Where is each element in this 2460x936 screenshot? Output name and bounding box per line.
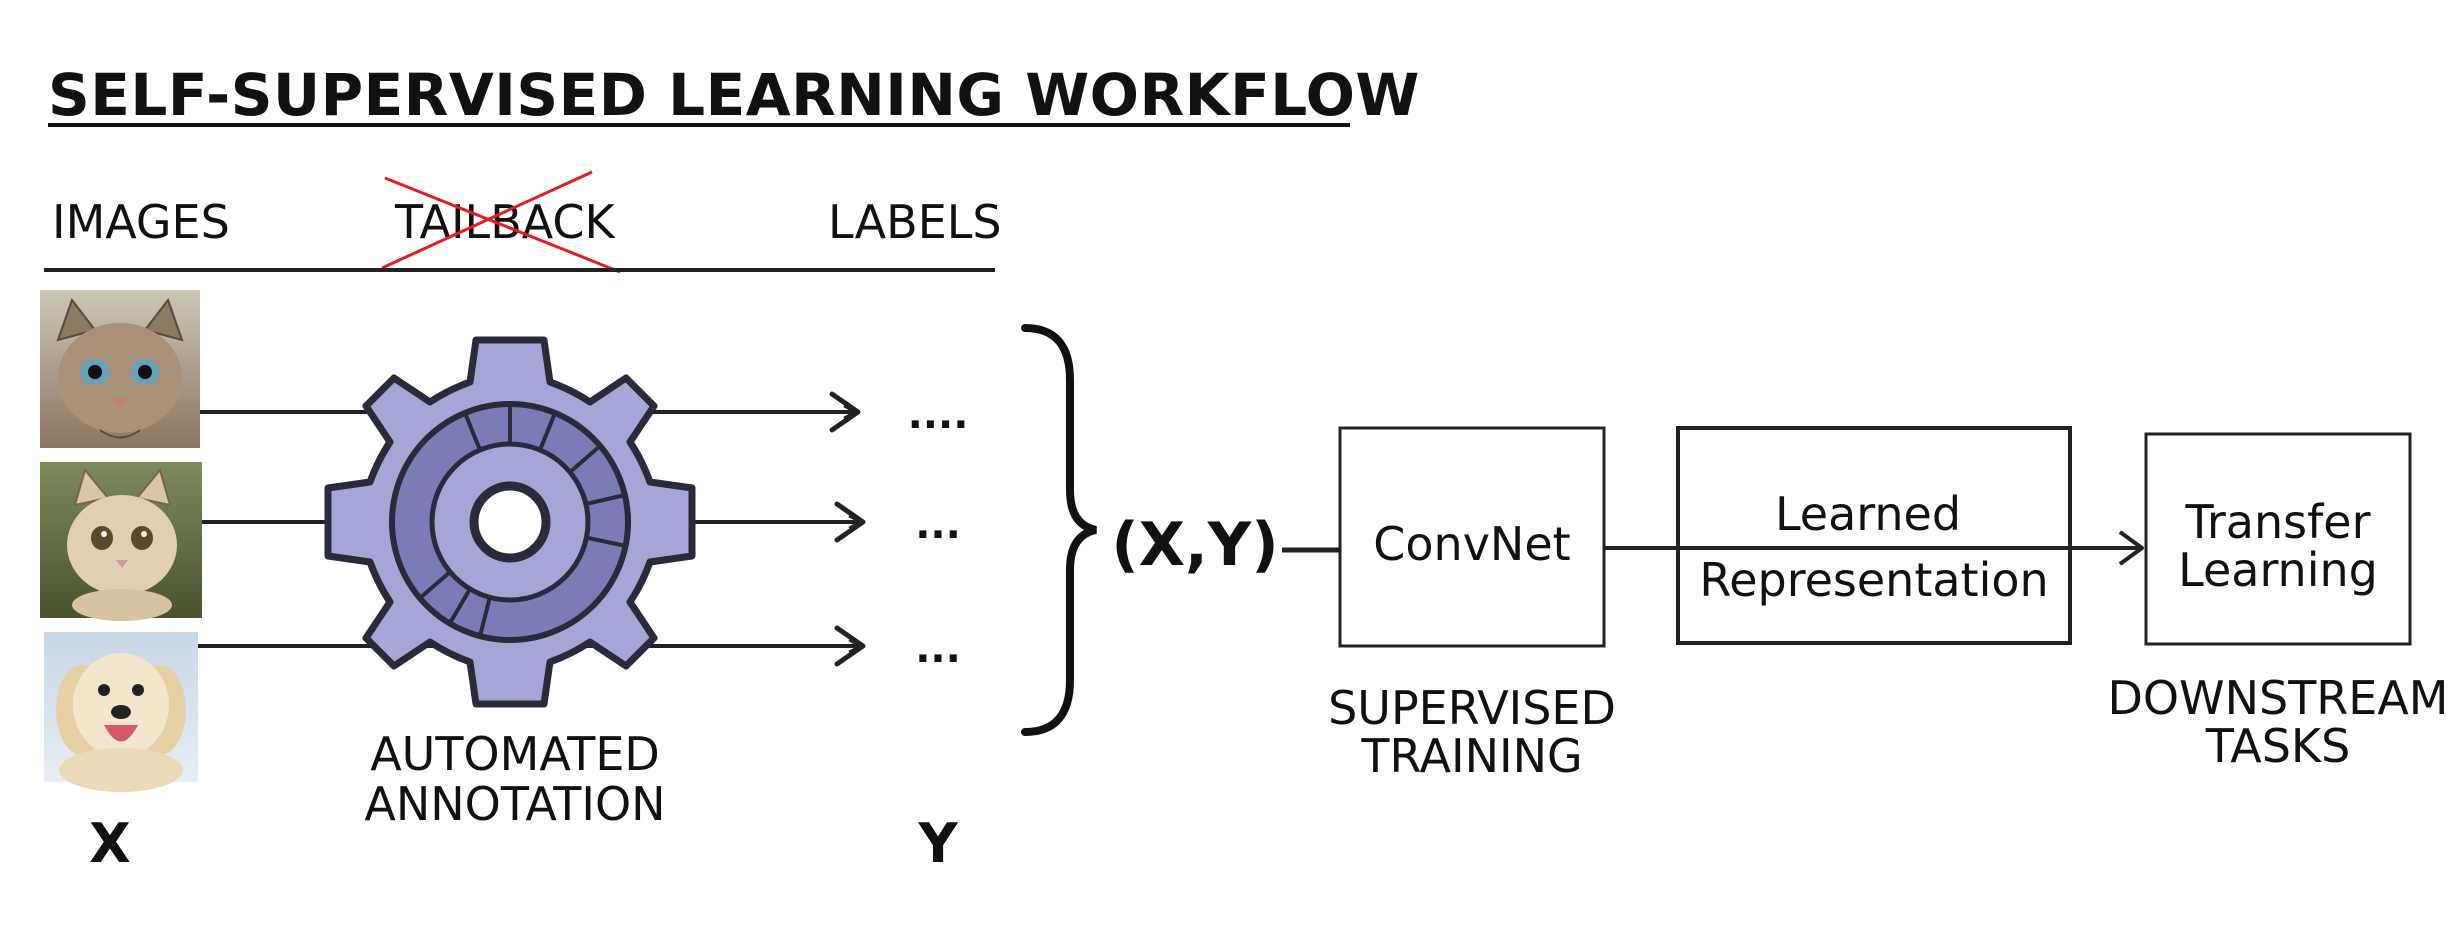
header-labels: LABELS (828, 195, 1002, 249)
label-placeholder-2: ... (915, 502, 961, 548)
label-placeholder-3: ... (915, 626, 961, 672)
tailback-strikethrough (381, 170, 621, 274)
learned-label-line1: Learned (1775, 487, 1961, 541)
header-images: IMAGES (52, 195, 230, 249)
transfer-learning-box (2144, 432, 2412, 646)
flow-arrow-head (2118, 530, 2144, 566)
gear-caption-line1: AUTOMATED (370, 727, 660, 781)
kitten-photo (40, 462, 202, 621)
header-tailback: TAILBACK (394, 195, 617, 249)
downstream-caption-line1: DOWNSTREAM (2107, 671, 2448, 725)
convnet-box (1338, 426, 1606, 648)
y-label: Y (917, 812, 958, 875)
learned-representation-box (1676, 426, 2072, 645)
gear-caption-line2: ANNOTATION (364, 777, 665, 831)
convnet-label: ConvNet (1373, 517, 1570, 571)
dog-photo (44, 632, 198, 792)
arrow-heads (829, 391, 866, 667)
x-label: X (89, 812, 131, 875)
label-placeholder-1: .... (908, 392, 969, 438)
downstream-caption-line2: TASKS (2205, 719, 2351, 773)
transfer-label-line1: Transfer (2185, 495, 2371, 549)
supervised-caption-line1: SUPERVISED (1328, 681, 1616, 735)
transfer-label-line2: Learning (2178, 543, 2378, 597)
cat-photo (40, 290, 200, 448)
supervised-caption-line2: TRAINING (1360, 729, 1582, 783)
gear-icon (324, 336, 696, 708)
diagram-title: SELF-SUPERVISED LEARNING WORKFLOW (48, 61, 1420, 129)
curly-brace (1021, 324, 1098, 736)
learned-label-line2: Representation (1699, 553, 2048, 607)
pair-label: (X,Y) (1111, 510, 1278, 580)
